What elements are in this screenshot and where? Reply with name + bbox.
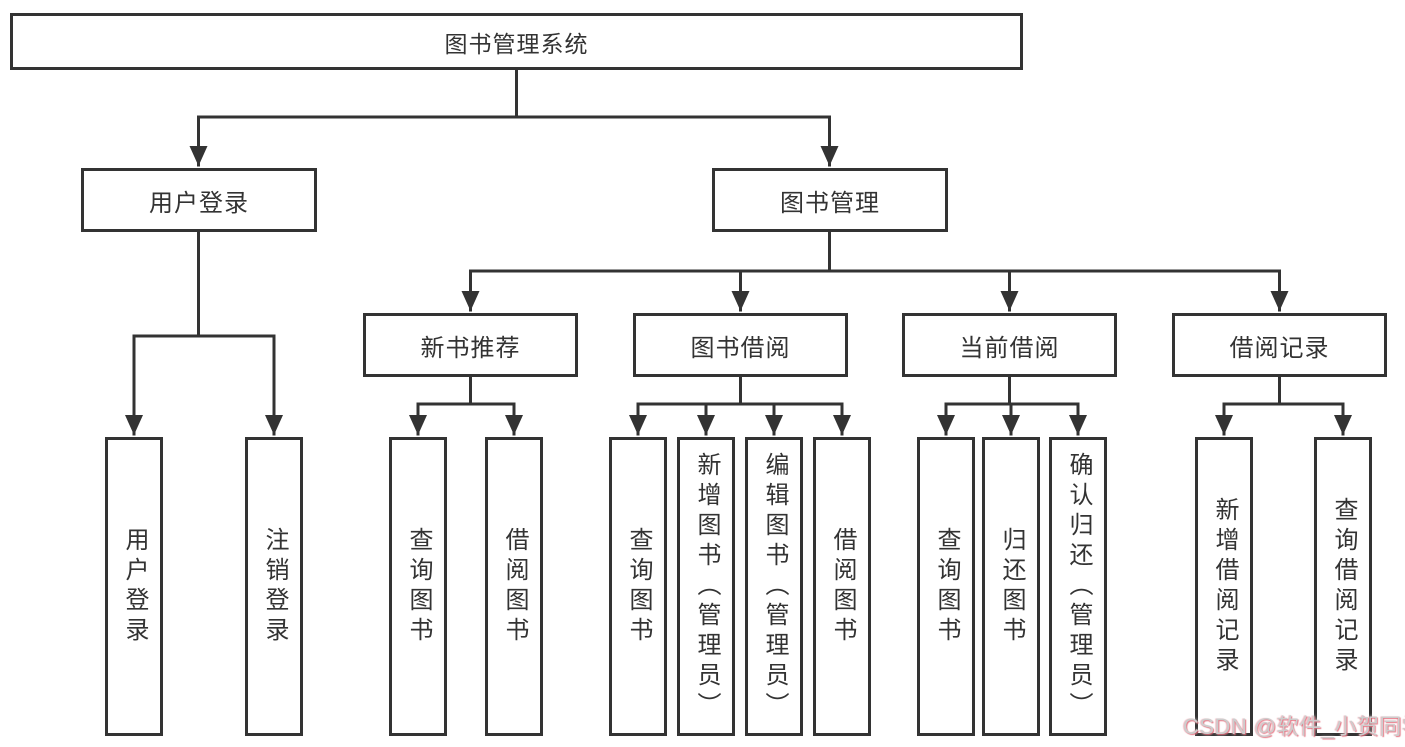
connector-borrowing-records-children <box>1215 375 1352 436</box>
leaf-rec-borrow-books: 借阅图书 <box>485 437 543 736</box>
node-book-borrowing: 图书借阅 <box>633 313 848 377</box>
node-current-borrowing: 当前借阅 <box>902 313 1117 377</box>
csdn-watermark: CSDN @软件_小贺同学 <box>1183 714 1405 739</box>
node-book-management: 图书管理 <box>712 168 948 232</box>
node-new-book-recommendation: 新书推荐 <box>363 313 578 377</box>
connector-root-to-level2 <box>189 68 839 167</box>
node-root-library-system: 图书管理系统 <box>10 13 1023 70</box>
leaf-br-add-record: 新增借阅记录 <box>1195 437 1253 736</box>
connector-book-mgmt-to-level3 <box>461 230 1289 312</box>
leaf-logout: 注销登录 <box>245 437 303 736</box>
connector-user-login-children <box>125 230 283 436</box>
leaf-cb-return-books: 归还图书 <box>982 437 1040 736</box>
connector-current-borrowing-children <box>937 375 1087 436</box>
leaf-bb-query-books: 查询图书 <box>609 437 667 736</box>
leaf-rec-query-books: 查询图书 <box>389 437 447 736</box>
connector-book-borrowing-children <box>629 375 851 436</box>
connector-new-book-rec-children <box>409 375 523 436</box>
leaf-cb-confirm-return-admin: 确认归还（管理员） <box>1049 437 1107 736</box>
leaf-bb-edit-books-admin: 编辑图书（管理员） <box>745 437 803 736</box>
leaf-bb-add-books-admin: 新增图书（管理员） <box>677 437 735 736</box>
leaf-br-query-record: 查询借阅记录 <box>1314 437 1372 736</box>
node-user-login: 用户登录 <box>81 168 317 232</box>
leaf-cb-query-books: 查询图书 <box>917 437 975 736</box>
leaf-user-login: 用户登录 <box>105 437 163 736</box>
leaf-bb-borrow-books: 借阅图书 <box>813 437 871 736</box>
node-borrowing-records: 借阅记录 <box>1172 313 1387 377</box>
